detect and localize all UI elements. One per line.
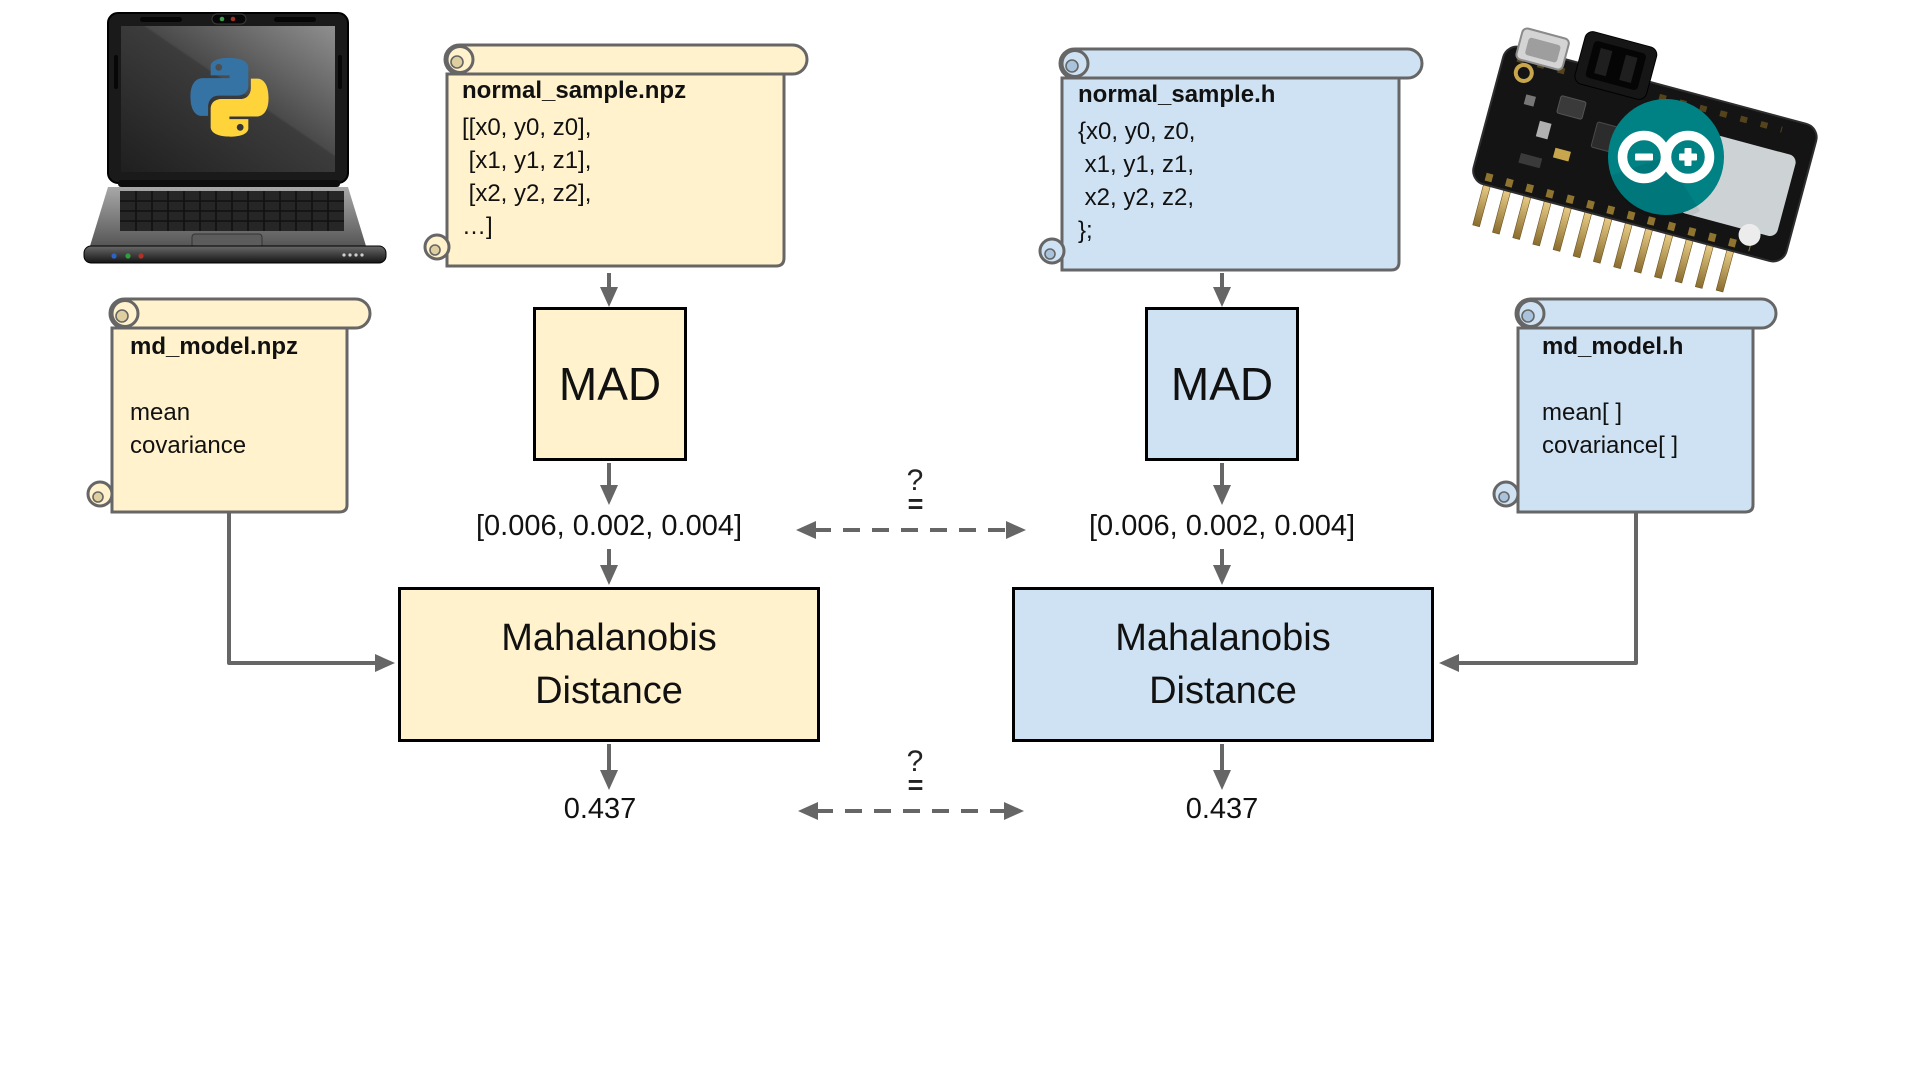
python-logo-icon [190,57,269,137]
mahalanobis-label-line2: Distance [1149,669,1297,712]
mad-box-label: MAD [558,358,662,410]
mad-output-arduino: [0.006, 0.002, 0.004] [1088,510,1356,542]
python-laptop-illustration [83,12,387,264]
scroll-md-model-h: md_model.h mean[ ] covariance[ ] [1542,332,1683,462]
scroll-normal-sample-h: normal_sample.h {x0, y0, z0, x1, y1, z1,… [1078,80,1275,247]
question-mark-label: ? [906,745,924,778]
mad-box-python: MAD [533,307,687,461]
scroll-title: md_model.npz [130,333,299,360]
equals-label: = [907,489,924,519]
scroll-line: [x2, y2, z2], [462,180,592,207]
scroll-line: [[x0, y0, z0], [462,114,592,141]
scroll-line: x1, y1, z1, [1078,151,1195,178]
mahalanobis-label-line2: Distance [535,669,683,712]
arduino-feather-board-illustration [1472,27,1818,293]
scroll-title: normal_sample.npz [462,77,687,104]
equality-question-bottom: ? = [906,745,924,800]
equality-question-top: ? = [906,464,924,519]
question-mark-label: ? [906,464,924,497]
mahalanobis-label-line1: Mahalanobis [501,616,717,659]
model-to-md-arrow-arduino [1439,513,1638,672]
scroll-title: md_model.h [1542,333,1684,360]
md-output-python: 0.437 [563,793,637,825]
equals-label: = [907,770,924,800]
scroll-md-model-npz: md_model.npz mean covariance [130,332,298,462]
scroll-line: …] [462,213,493,240]
header-pins [1472,182,1735,293]
scroll-normal-sample-npz: normal_sample.npz [[x0, y0, z0], [x1, y1… [462,76,686,243]
scroll-line: x2, y2, z2, [1078,184,1195,211]
mahalanobis-box-arduino: Mahalanobis Distance [1012,587,1434,742]
mad-output-python: [0.006, 0.002, 0.004] [475,510,743,542]
mahalanobis-box-python: Mahalanobis Distance [398,587,820,742]
mad-box-label: MAD [1170,358,1274,410]
scroll-line: covariance [130,432,247,459]
scroll-line: mean [130,399,191,426]
mad-box-arduino: MAD [1145,307,1299,461]
flow-arrows [227,273,1638,790]
scroll-line: [x1, y1, z1], [462,147,592,174]
scroll-line: }; [1078,217,1093,244]
scroll-line: {x0, y0, z0, [1078,118,1196,145]
md-output-arduino: 0.437 [1185,793,1259,825]
scroll-line: mean[ ] [1542,399,1623,426]
scroll-line: covariance[ ] [1542,432,1679,459]
arduino-logo-icon [1608,99,1724,221]
scroll-title: normal_sample.h [1078,81,1276,108]
mahalanobis-label-line1: Mahalanobis [1115,616,1331,659]
model-to-md-arrow-python [227,513,395,672]
